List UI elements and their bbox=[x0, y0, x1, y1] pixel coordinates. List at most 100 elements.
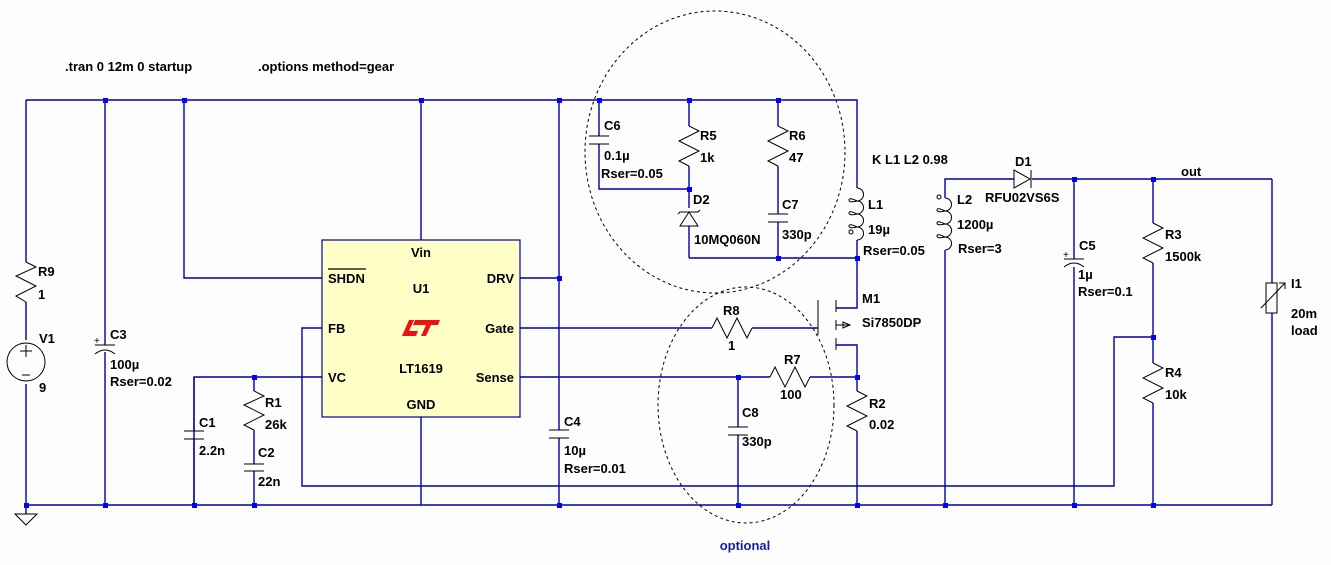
l2-value: 1200µ bbox=[957, 217, 993, 232]
c6-rser: Rser=0.05 bbox=[601, 166, 663, 181]
l2-rser: Rser=3 bbox=[958, 241, 1002, 256]
c7-value: 330p bbox=[782, 227, 812, 242]
coupling-directive[interactable]: K L1 L2 0.98 bbox=[872, 152, 948, 167]
d2-value: 10MQ060N bbox=[694, 232, 760, 247]
c1-ref: C1 bbox=[199, 415, 216, 430]
resistor-r7[interactable] bbox=[769, 365, 811, 389]
c5-rser: Rser=0.1 bbox=[1078, 284, 1133, 299]
resistor-r9[interactable] bbox=[14, 261, 38, 303]
c3-rser: Rser=0.02 bbox=[110, 374, 172, 389]
r7-ref: R7 bbox=[784, 352, 801, 367]
lt-logo-icon bbox=[402, 320, 440, 336]
r7-value: 100 bbox=[780, 387, 802, 402]
l2-ref: L2 bbox=[957, 192, 972, 207]
capacitor-c3[interactable]: + bbox=[94, 336, 116, 355]
pin-vin-label: Vin bbox=[411, 245, 431, 260]
capacitor-c5[interactable]: + bbox=[1063, 250, 1085, 268]
r4-ref: R4 bbox=[1165, 365, 1182, 380]
ground-symbol-icon bbox=[13, 513, 39, 526]
capacitor-c4[interactable] bbox=[549, 429, 569, 439]
ic-ref: U1 bbox=[413, 281, 430, 296]
diode-d2[interactable] bbox=[677, 209, 701, 227]
c2-ref: C2 bbox=[258, 445, 275, 460]
r3-value: 1500k bbox=[1165, 249, 1202, 264]
ic-part-number: LT1619 bbox=[399, 361, 443, 376]
c4-rser: Rser=0.01 bbox=[564, 461, 626, 476]
resistor-r8[interactable] bbox=[711, 316, 753, 340]
capacitor-c6[interactable] bbox=[589, 135, 609, 145]
i1-extra: load bbox=[1291, 323, 1318, 338]
r9-ref: R9 bbox=[38, 264, 55, 279]
c8-ref: C8 bbox=[742, 405, 759, 420]
r8-ref: R8 bbox=[723, 303, 740, 318]
c3-ref: C3 bbox=[110, 327, 127, 342]
mosfet-m1[interactable] bbox=[817, 300, 852, 350]
r2-ref: R2 bbox=[869, 396, 886, 411]
r6-value: 47 bbox=[789, 150, 803, 165]
l1-value: 19µ bbox=[868, 222, 890, 237]
m1-ref: M1 bbox=[862, 291, 880, 306]
c5-ref: C5 bbox=[1079, 238, 1096, 253]
pin-shdn-label: SHDN bbox=[328, 271, 365, 286]
pin-fb-label: FB bbox=[328, 321, 345, 336]
r1-ref: R1 bbox=[265, 395, 282, 410]
c8-value: 330p bbox=[742, 434, 772, 449]
capacitor-c2[interactable] bbox=[244, 463, 264, 472]
options-directive[interactable]: .options method=gear bbox=[258, 59, 394, 74]
r8-value: 1 bbox=[728, 338, 735, 353]
pin-gnd-label: GND bbox=[407, 397, 436, 412]
resistor-r5[interactable] bbox=[677, 125, 701, 167]
l1-rser: Rser=0.05 bbox=[863, 243, 925, 258]
capacitor-c1[interactable] bbox=[184, 430, 204, 440]
capacitor-c8[interactable] bbox=[728, 426, 748, 436]
c5-value: 1µ bbox=[1078, 267, 1093, 282]
pin-drv-label: DRV bbox=[487, 271, 515, 286]
i1-value: 20m bbox=[1291, 306, 1317, 321]
junction-dots bbox=[24, 98, 1156, 508]
r5-value: 1k bbox=[700, 150, 715, 165]
c1-value: 2.2n bbox=[199, 443, 225, 458]
d1-value: RFU02VS6S bbox=[985, 190, 1060, 205]
c4-value: 10µ bbox=[564, 443, 586, 458]
optional-group-outline bbox=[657, 286, 835, 524]
l1-ref: L1 bbox=[868, 197, 883, 212]
snubber-group-outline bbox=[584, 10, 846, 294]
svg-text:+: + bbox=[1063, 250, 1069, 261]
capacitor-c7[interactable] bbox=[768, 213, 788, 223]
pin-vc-label: VC bbox=[328, 370, 347, 385]
r1-value: 26k bbox=[265, 417, 287, 432]
diode-d1[interactable] bbox=[1013, 169, 1032, 189]
current-load-i1[interactable] bbox=[1260, 282, 1286, 314]
r5-ref: R5 bbox=[700, 128, 717, 143]
r9-value: 1 bbox=[38, 287, 45, 302]
i1-ref: I1 bbox=[1291, 276, 1302, 291]
r4-value: 10k bbox=[1165, 387, 1187, 402]
inductor-l2[interactable] bbox=[936, 194, 952, 258]
v1-value: 9 bbox=[39, 380, 46, 395]
r2-value: 0.02 bbox=[869, 417, 894, 432]
pin-gate-label: Gate bbox=[485, 321, 514, 336]
resistor-r6[interactable] bbox=[766, 125, 790, 167]
resistor-r2[interactable] bbox=[845, 390, 869, 432]
r3-ref: R3 bbox=[1165, 227, 1182, 242]
d2-ref: D2 bbox=[693, 192, 710, 207]
d1-ref: D1 bbox=[1015, 154, 1032, 169]
resistor-r1[interactable] bbox=[242, 390, 266, 431]
c4-ref: C4 bbox=[564, 414, 581, 429]
net-label-out[interactable]: out bbox=[1181, 164, 1202, 179]
ic-u1[interactable]: Vin SHDN U1 FB VC DRV Gate Sense LT1619 … bbox=[321, 239, 521, 418]
tran-directive[interactable]: .tran 0 12m 0 startup bbox=[65, 59, 192, 74]
v1-ref: V1 bbox=[39, 331, 55, 346]
m1-value: Si7850DP bbox=[862, 315, 922, 330]
resistor-r4[interactable] bbox=[1141, 362, 1165, 404]
voltage-source-v1[interactable] bbox=[6, 342, 46, 382]
inductor-l1[interactable] bbox=[848, 187, 864, 241]
resistor-r3[interactable] bbox=[1141, 222, 1165, 264]
c7-ref: C7 bbox=[782, 197, 799, 212]
r6-ref: R6 bbox=[789, 128, 806, 143]
c6-ref: C6 bbox=[604, 118, 621, 133]
optional-comment: optional bbox=[720, 538, 771, 553]
c6-value: 0.1µ bbox=[604, 148, 630, 163]
pin-sense-label: Sense bbox=[476, 370, 514, 385]
